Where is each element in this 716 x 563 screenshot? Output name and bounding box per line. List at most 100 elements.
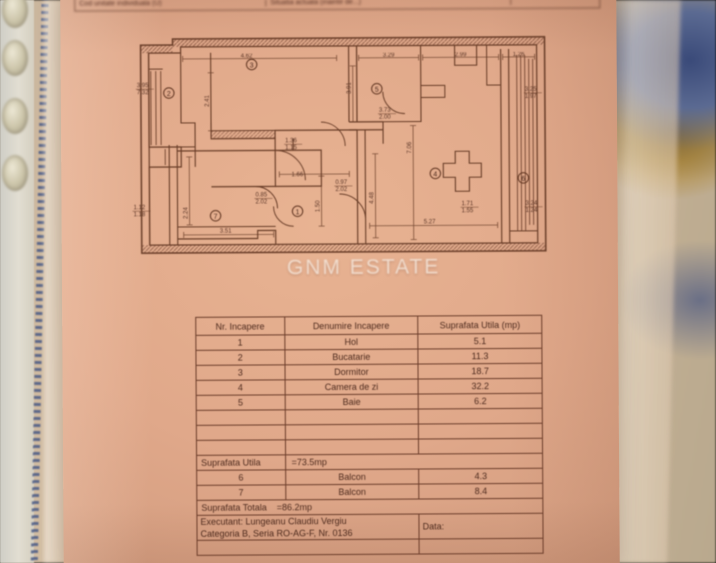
cell-nr: 5 [196, 394, 285, 411]
svg-text:1: 1 [296, 209, 300, 216]
col-header-denumire: Denumire Incapere [284, 316, 418, 335]
dimension-label: 4.48 [369, 191, 375, 203]
cell-denumire: Balcon [285, 484, 419, 500]
dimension-label: 1.18 [134, 212, 146, 218]
room-marker: 7 [209, 210, 222, 222]
table-row-empty [197, 538, 544, 556]
dimension-label: 2.02 [255, 199, 267, 205]
label-suprafata-totala: Suprafata Totala [201, 502, 267, 513]
cell-empty [418, 408, 543, 425]
row-executant: Executant: Lungeanu Claudiu Vergiu Categ… [196, 513, 544, 541]
svg-text:3: 3 [250, 63, 254, 70]
dimension-label: 2.02 [335, 187, 347, 193]
dimension-label: 2.00 [379, 115, 391, 121]
sheet-protector-punch-strip [0, 0, 34, 563]
room-marker: 1 [291, 205, 304, 217]
svg-text:7: 7 [214, 214, 218, 221]
cell-empty [418, 423, 543, 440]
dimension-label: 1.12 [134, 205, 146, 211]
cell-empty [418, 438, 543, 455]
punch-hole [2, 40, 28, 76]
svg-text:5: 5 [375, 87, 379, 94]
cell-suprafata: 11.3 [418, 348, 542, 365]
dimension-label: 1.26 [513, 52, 525, 58]
dimension-label: 3.29 [383, 53, 395, 59]
dimension-label: 1.55 [462, 208, 474, 214]
dimension-label: 2.41 [205, 94, 211, 106]
cell-denumire: Hol [284, 334, 419, 350]
cell-empty [419, 538, 544, 555]
room-marker: 6 [517, 172, 530, 184]
header-cell-extra [511, 1, 599, 2]
dimension-label: 3.24 [526, 201, 538, 207]
header-cell-unit-code: Cod unitate individuala (U) [75, 0, 267, 8]
cell-denumire: Bucatarie [284, 349, 419, 365]
plan-dimension-labels: 4.62 3.29 2.99 1.26 3.95 7.32 2.41 3.91 … [132, 52, 543, 235]
executant-line-2: Categoria B, Seria RO-AG-F, Nr. 0136 [200, 528, 353, 539]
cell-suprafata: 18.7 [418, 363, 543, 380]
cell-suprafata: 4.3 [418, 468, 543, 485]
dimension-label: 3.73 [379, 108, 391, 114]
label-suprafata-utila: Suprafata Utila [196, 454, 286, 471]
cell-denumire: Camera de zi [284, 379, 419, 395]
dimension-label: 1.24 [526, 208, 538, 214]
dimension-label: 3.25 [525, 87, 537, 93]
room-marker: 4 [429, 167, 442, 180]
dimension-label: 7.32 [137, 90, 149, 96]
table-header-row: Nr. Incapere Denumire Incapere Suprafata… [195, 315, 542, 336]
cell-nr: 4 [196, 379, 285, 396]
cell-denumire: Balcon [285, 469, 419, 485]
cell-nr: 6 [196, 469, 286, 486]
dimension-label: 1.97 [525, 94, 537, 100]
cell-nr: 2 [195, 349, 285, 366]
dimension-label: 1.36 [285, 138, 297, 144]
cell-nr: 3 [196, 364, 285, 381]
cell-empty [197, 539, 420, 556]
dimension-label: 1.71 [462, 201, 474, 207]
cell-suprafata: 6.2 [418, 393, 543, 410]
col-header-nr: Nr. Incapere [195, 316, 285, 336]
cell-empty [284, 424, 419, 440]
cell-empty [196, 424, 285, 441]
dimension-label: 1.66 [291, 172, 303, 178]
cadastral-paper: Cod unitate individuala (U) Situatia act… [60, 0, 620, 563]
punch-hole [2, 155, 28, 191]
data-label: Data: [419, 513, 544, 540]
executant-block: Executant: Lungeanu Claudiu Vergiu Categ… [196, 514, 420, 541]
dimension-label: 4.62 [241, 54, 253, 60]
cell-denumire: Dormitor [284, 364, 419, 380]
svg-text:2: 2 [167, 91, 171, 98]
cell-suprafata: 5.1 [417, 333, 542, 350]
cell-empty [284, 439, 419, 455]
cell-nr: 7 [196, 484, 286, 501]
punch-hole [2, 0, 28, 28]
dimension-label: 3.95 [137, 83, 149, 89]
cell-denumire: Baie [284, 394, 419, 410]
value-suprafata-utila: =73.5mp [285, 453, 543, 470]
value-suprafata-totala: =86.2mp [276, 502, 313, 513]
dimension-label: 3.51 [220, 229, 232, 235]
watermark-gnm-estate: GNM ESTATE [286, 255, 441, 280]
dimension-label: 7.06 [407, 141, 413, 153]
room-marker: 3 [245, 58, 258, 71]
cell-suprafata: 8.4 [418, 483, 543, 500]
header-cell-situation: Situatia actuala (inainte de...) [266, 0, 512, 7]
dimension-label: 1.50 [315, 200, 321, 212]
col-header-suprafata: Suprafata Utila (mp) [417, 315, 542, 335]
punch-hole [2, 98, 28, 134]
dimension-label: 5.27 [424, 219, 436, 225]
cell-suprafata: 32.2 [418, 378, 543, 395]
dimension-label: 0.85 [255, 192, 267, 198]
plan-room-markers: 2 3 5 4 [163, 58, 530, 222]
floor-plan-drawing: 2 3 5 4 [124, 25, 550, 280]
svg-text:4: 4 [433, 171, 437, 178]
document-header-strip: Cod unitate individuala (U) Situatia act… [74, 0, 601, 12]
room-marker: 2 [163, 87, 175, 99]
cell-empty [196, 439, 286, 456]
room-schedule-table: Nr. Incapere Denumire Incapere Suprafata… [195, 315, 544, 556]
dimension-label: 0.97 [335, 180, 347, 186]
cell-empty [196, 409, 285, 426]
dimension-label: 1.15 [285, 145, 297, 151]
dimension-label: 2.99 [455, 52, 467, 58]
